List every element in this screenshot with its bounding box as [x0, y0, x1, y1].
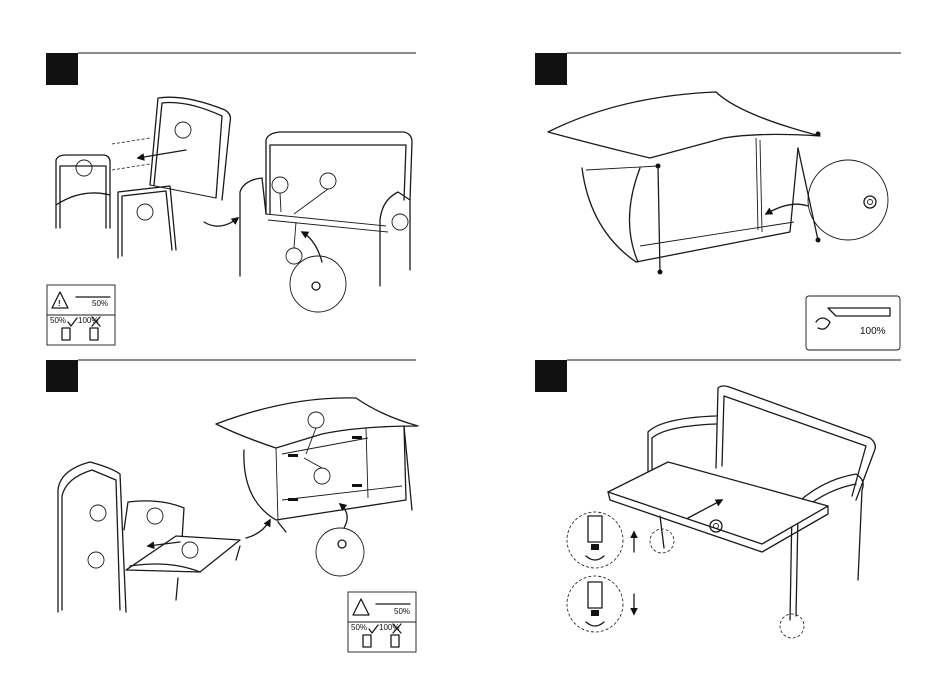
loveseat-with-table [608, 386, 875, 620]
step-3-panel: 50% 50% 100% [46, 360, 418, 652]
step-3-torque-panel: 50% [348, 592, 416, 622]
step-3-number-box [46, 360, 78, 392]
coffee-table-upside-down [548, 92, 821, 275]
check-icon [68, 318, 77, 326]
chair-front-section [118, 186, 176, 258]
armchair-side-frame [56, 155, 110, 228]
callout-washer [314, 468, 330, 484]
footstool-section [126, 536, 240, 600]
step-1-detail-zoom [290, 256, 346, 312]
loveseat-frame [240, 132, 412, 286]
step-4-panel [535, 360, 901, 638]
armchair-assembled [58, 462, 184, 612]
step-1-panel: ! 50% 50% 100% [46, 53, 416, 345]
step-2-torque-panel: 100% [806, 296, 900, 350]
check-icon [369, 625, 378, 633]
step-1-torque-label: 50% [92, 299, 108, 308]
step-3-torque-label: 50% [394, 607, 410, 616]
callout-washer [320, 173, 336, 189]
step-3-detail-zoom [316, 528, 364, 576]
step-3-check-label: 50% [351, 623, 367, 632]
warning-icon [353, 599, 369, 615]
step-1-check-panel: 50% 100% [47, 315, 115, 345]
chair-back-panel [150, 97, 230, 200]
alignment-guide [112, 138, 150, 170]
step-3-check-panel: 50% 100% [348, 622, 416, 652]
allen-key-icon [828, 308, 890, 316]
svg-text:!: ! [58, 299, 61, 308]
step-1-torque-panel: ! 50% [47, 285, 115, 315]
step-1-check-label: 50% [50, 316, 66, 325]
rotate-icon [816, 318, 830, 329]
step-2-number-box [535, 53, 567, 85]
step-1-number-box [46, 53, 78, 85]
callout-bolt [272, 177, 288, 193]
step-2-panel: 100% [535, 53, 901, 350]
step-2-torque-label: 100% [860, 326, 886, 337]
step-1-transition-arrow [204, 218, 238, 226]
step-1-direction-arrow [138, 150, 186, 158]
callout-nut [286, 248, 302, 264]
step-4-number-box [535, 360, 567, 392]
leg-cap-rear [780, 614, 804, 638]
